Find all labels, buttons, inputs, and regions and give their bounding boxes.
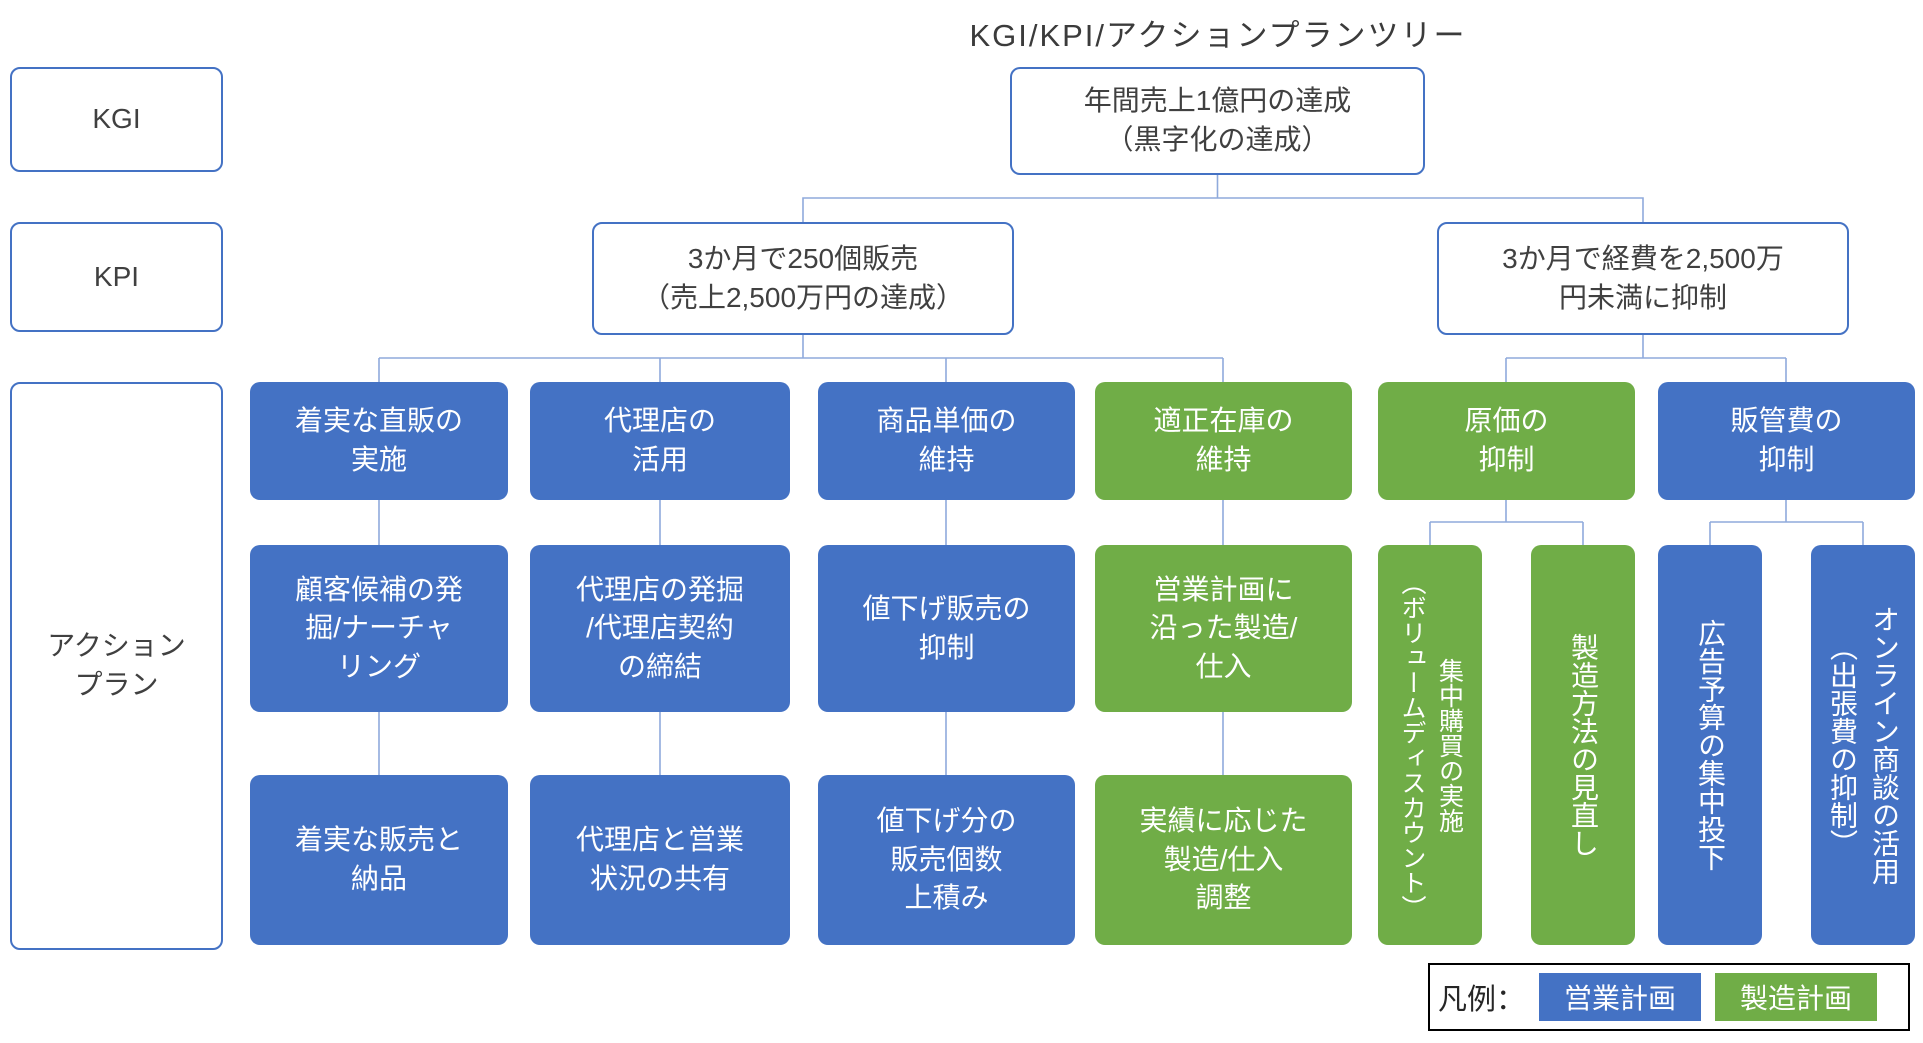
action-header-sga: 販管費の 抑制: [1658, 382, 1915, 500]
row-label-action-plan: アクション プラン: [10, 382, 223, 950]
action-item-agency-sharing: 代理店と営業 状況の共有: [530, 775, 790, 945]
legend-item-sales-plan: 営業計画: [1539, 973, 1702, 1021]
action-item-plan-based-production: 営業計画に 沿った製造/ 仕入: [1095, 545, 1352, 712]
action-item-bulk-purchasing: 集中購買の実施 （ボリュームディスカウント）: [1378, 545, 1482, 945]
action-item-production-adjustment: 実績に応じた 製造/仕入 調整: [1095, 775, 1352, 945]
legend-label: 凡例：: [1438, 984, 1526, 1016]
action-item-online-meetings: オンライン商談の活用 （出張費の抑制）: [1811, 545, 1915, 945]
action-header-unit-price: 商品単価の 維持: [818, 382, 1075, 500]
row-label-kpi: KPI: [10, 222, 223, 332]
action-item-volume-increase: 値下げ分の 販売個数 上積み: [818, 775, 1075, 945]
diagram-title: KGI/KPI/アクションプランツリー: [969, 18, 1467, 53]
action-item-manufacturing-review: 製造方法の見直し: [1531, 545, 1635, 945]
kpi-node-sales: 3か月で250個販売 （売上2,500万円の達成）: [592, 222, 1014, 335]
legend-item-manufacturing-plan: 製造計画: [1715, 973, 1878, 1021]
action-header-cogs: 原価の 抑制: [1378, 382, 1635, 500]
action-header-agency: 代理店の 活用: [530, 382, 790, 500]
kgi-node: 年間売上1億円の達成 （黒字化の達成）: [1010, 67, 1425, 175]
action-item-ad-budget-focus: 広告予算の集中投下: [1658, 545, 1762, 945]
action-header-direct-sales: 着実な直販の 実施: [250, 382, 508, 500]
action-item-discount-control: 値下げ販売の 抑制: [818, 545, 1075, 712]
action-item-steady-delivery: 着実な販売と 納品: [250, 775, 508, 945]
row-label-kgi: KGI: [10, 67, 223, 172]
action-header-inventory: 適正在庫の 維持: [1095, 382, 1352, 500]
legend: 凡例： 営業計画 製造計画: [1428, 963, 1910, 1031]
action-item-lead-nurturing: 顧客候補の発 掘/ナーチャ リング: [250, 545, 508, 712]
kpi-node-cost: 3か月で経費を2,500万 円未満に抑制: [1437, 222, 1849, 335]
action-item-agency-contract: 代理店の発掘 /代理店契約 の締結: [530, 545, 790, 712]
